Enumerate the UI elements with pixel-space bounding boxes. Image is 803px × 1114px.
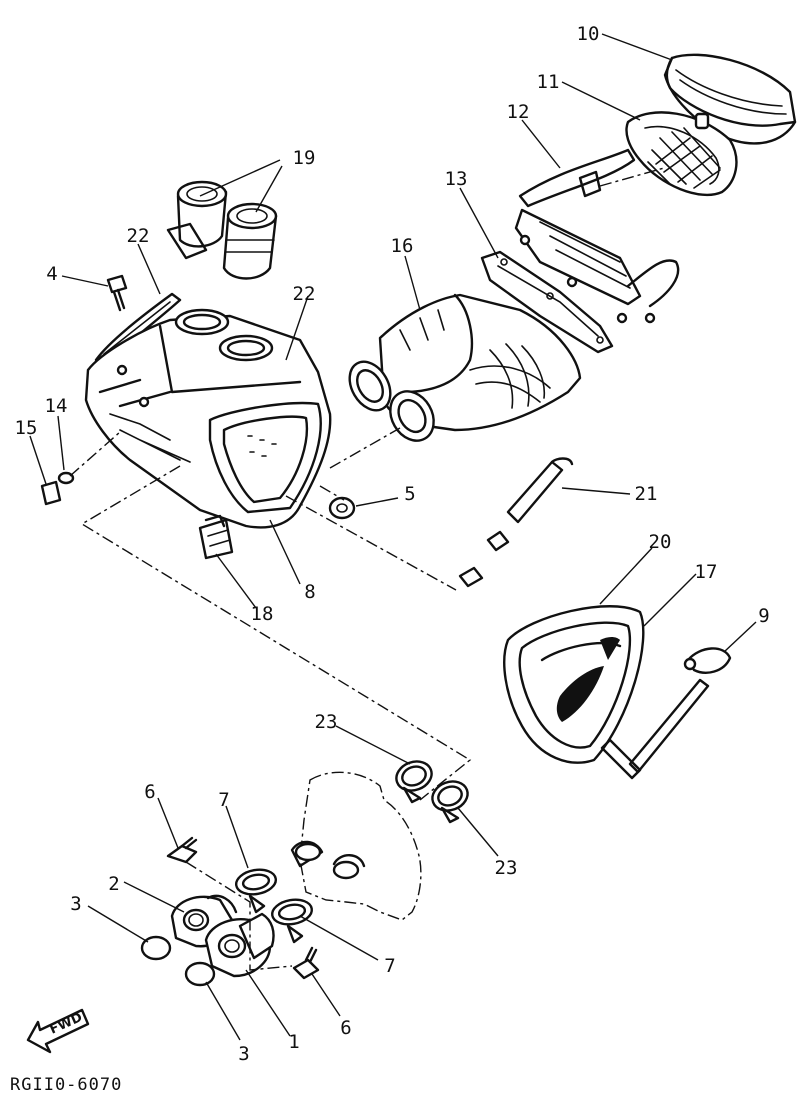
part-9-strap: [600, 647, 732, 780]
engine-outline: [290, 771, 422, 921]
part-15-cap: [40, 480, 62, 506]
callout-21: 21: [635, 483, 658, 505]
part-3-o-rings: [140, 935, 216, 987]
callout-6-lower: 6: [340, 1017, 351, 1039]
callout-6-upper: 6: [144, 781, 155, 803]
callout-9: 9: [758, 605, 769, 627]
callout-7-upper: 7: [218, 789, 229, 811]
callout-13: 13: [445, 168, 468, 190]
part-7-clamps: [234, 868, 314, 944]
callout-19: 19: [293, 147, 316, 169]
part-1-manifold: [204, 912, 275, 978]
fwd-arrow-icon: FWD: [26, 1008, 90, 1054]
callouts: 10 11 12 13 16 19 22 22 4 14 15 5 21 8 1…: [15, 23, 770, 1065]
callout-23-upper: 23: [315, 711, 338, 733]
callout-17: 17: [695, 561, 718, 583]
callout-2: 2: [108, 873, 119, 895]
assembly-lines: [69, 167, 665, 971]
part-10-filter-element: [663, 53, 797, 145]
callout-22-right: 22: [293, 283, 316, 305]
air-box-body: [84, 308, 332, 529]
part-21-tube: [458, 457, 574, 588]
part-18-drain: [198, 514, 234, 560]
part-16-intake-duct: [348, 293, 582, 442]
callout-15: 15: [15, 417, 38, 439]
part-13-gasket: [480, 250, 614, 354]
callout-8: 8: [304, 581, 315, 603]
leader-lines: [29, 33, 757, 1041]
callout-3-upper: 3: [70, 893, 81, 915]
part-19-joints: [166, 180, 278, 280]
part-5-grommet: [328, 496, 356, 520]
callout-10: 10: [577, 23, 600, 45]
callout-18: 18: [251, 603, 274, 625]
callout-23-lower: 23: [495, 857, 518, 879]
part-14-washer: [57, 471, 75, 485]
part-11-filter-cap: [625, 111, 738, 197]
part-23-clamps: [395, 760, 469, 824]
callout-12: 12: [507, 101, 530, 123]
callout-7-lower: 7: [384, 955, 395, 977]
callout-11: 11: [537, 71, 560, 93]
part-20-17-cover: [503, 605, 645, 764]
callout-4: 4: [46, 263, 57, 285]
callout-20: 20: [649, 531, 672, 553]
callout-16: 16: [391, 235, 414, 257]
callout-22-left: 22: [127, 225, 150, 247]
callout-3-lower: 3: [238, 1043, 249, 1065]
callout-5: 5: [404, 483, 415, 505]
drawing-code: RGII0-6070: [10, 1075, 122, 1095]
part-12-bracket: [514, 148, 680, 324]
part-4-bolt: [106, 274, 128, 312]
callout-14: 14: [45, 395, 68, 417]
callout-1: 1: [288, 1031, 299, 1053]
part-6-bolts: [166, 836, 320, 980]
